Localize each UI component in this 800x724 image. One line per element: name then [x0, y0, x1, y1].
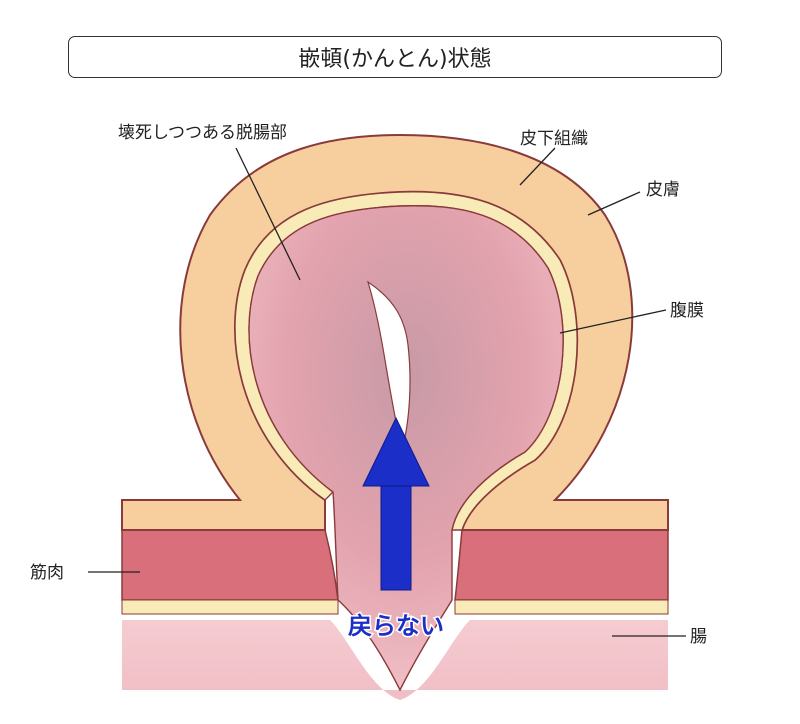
muscle-layer-left [121, 529, 339, 601]
cannot-return-arrow [362, 416, 430, 591]
label-peritoneum: 腹膜 [670, 301, 704, 321]
label-muscle: 筋肉 [30, 563, 64, 583]
label-skin: 皮膚 [646, 180, 680, 200]
diagram-title: 嵌頓(かんとん)状態 [68, 36, 722, 78]
subcutaneous-leader [519, 147, 556, 186]
lower-peritoneum-band [121, 599, 669, 615]
label-necrotic-bowel: 壊死しつつある脱腸部 [118, 123, 287, 143]
muscle-layer-right [454, 529, 669, 601]
intestine-region [122, 620, 668, 700]
label-subcutaneous-tissue: 皮下組織 [520, 129, 588, 149]
label-intestine: 腸 [690, 627, 707, 647]
necrotic-bowel-leader [235, 147, 301, 281]
skin-leader [587, 191, 641, 216]
peritoneum-leader [559, 309, 667, 334]
label-cannot-return: 戻らない [348, 612, 444, 640]
